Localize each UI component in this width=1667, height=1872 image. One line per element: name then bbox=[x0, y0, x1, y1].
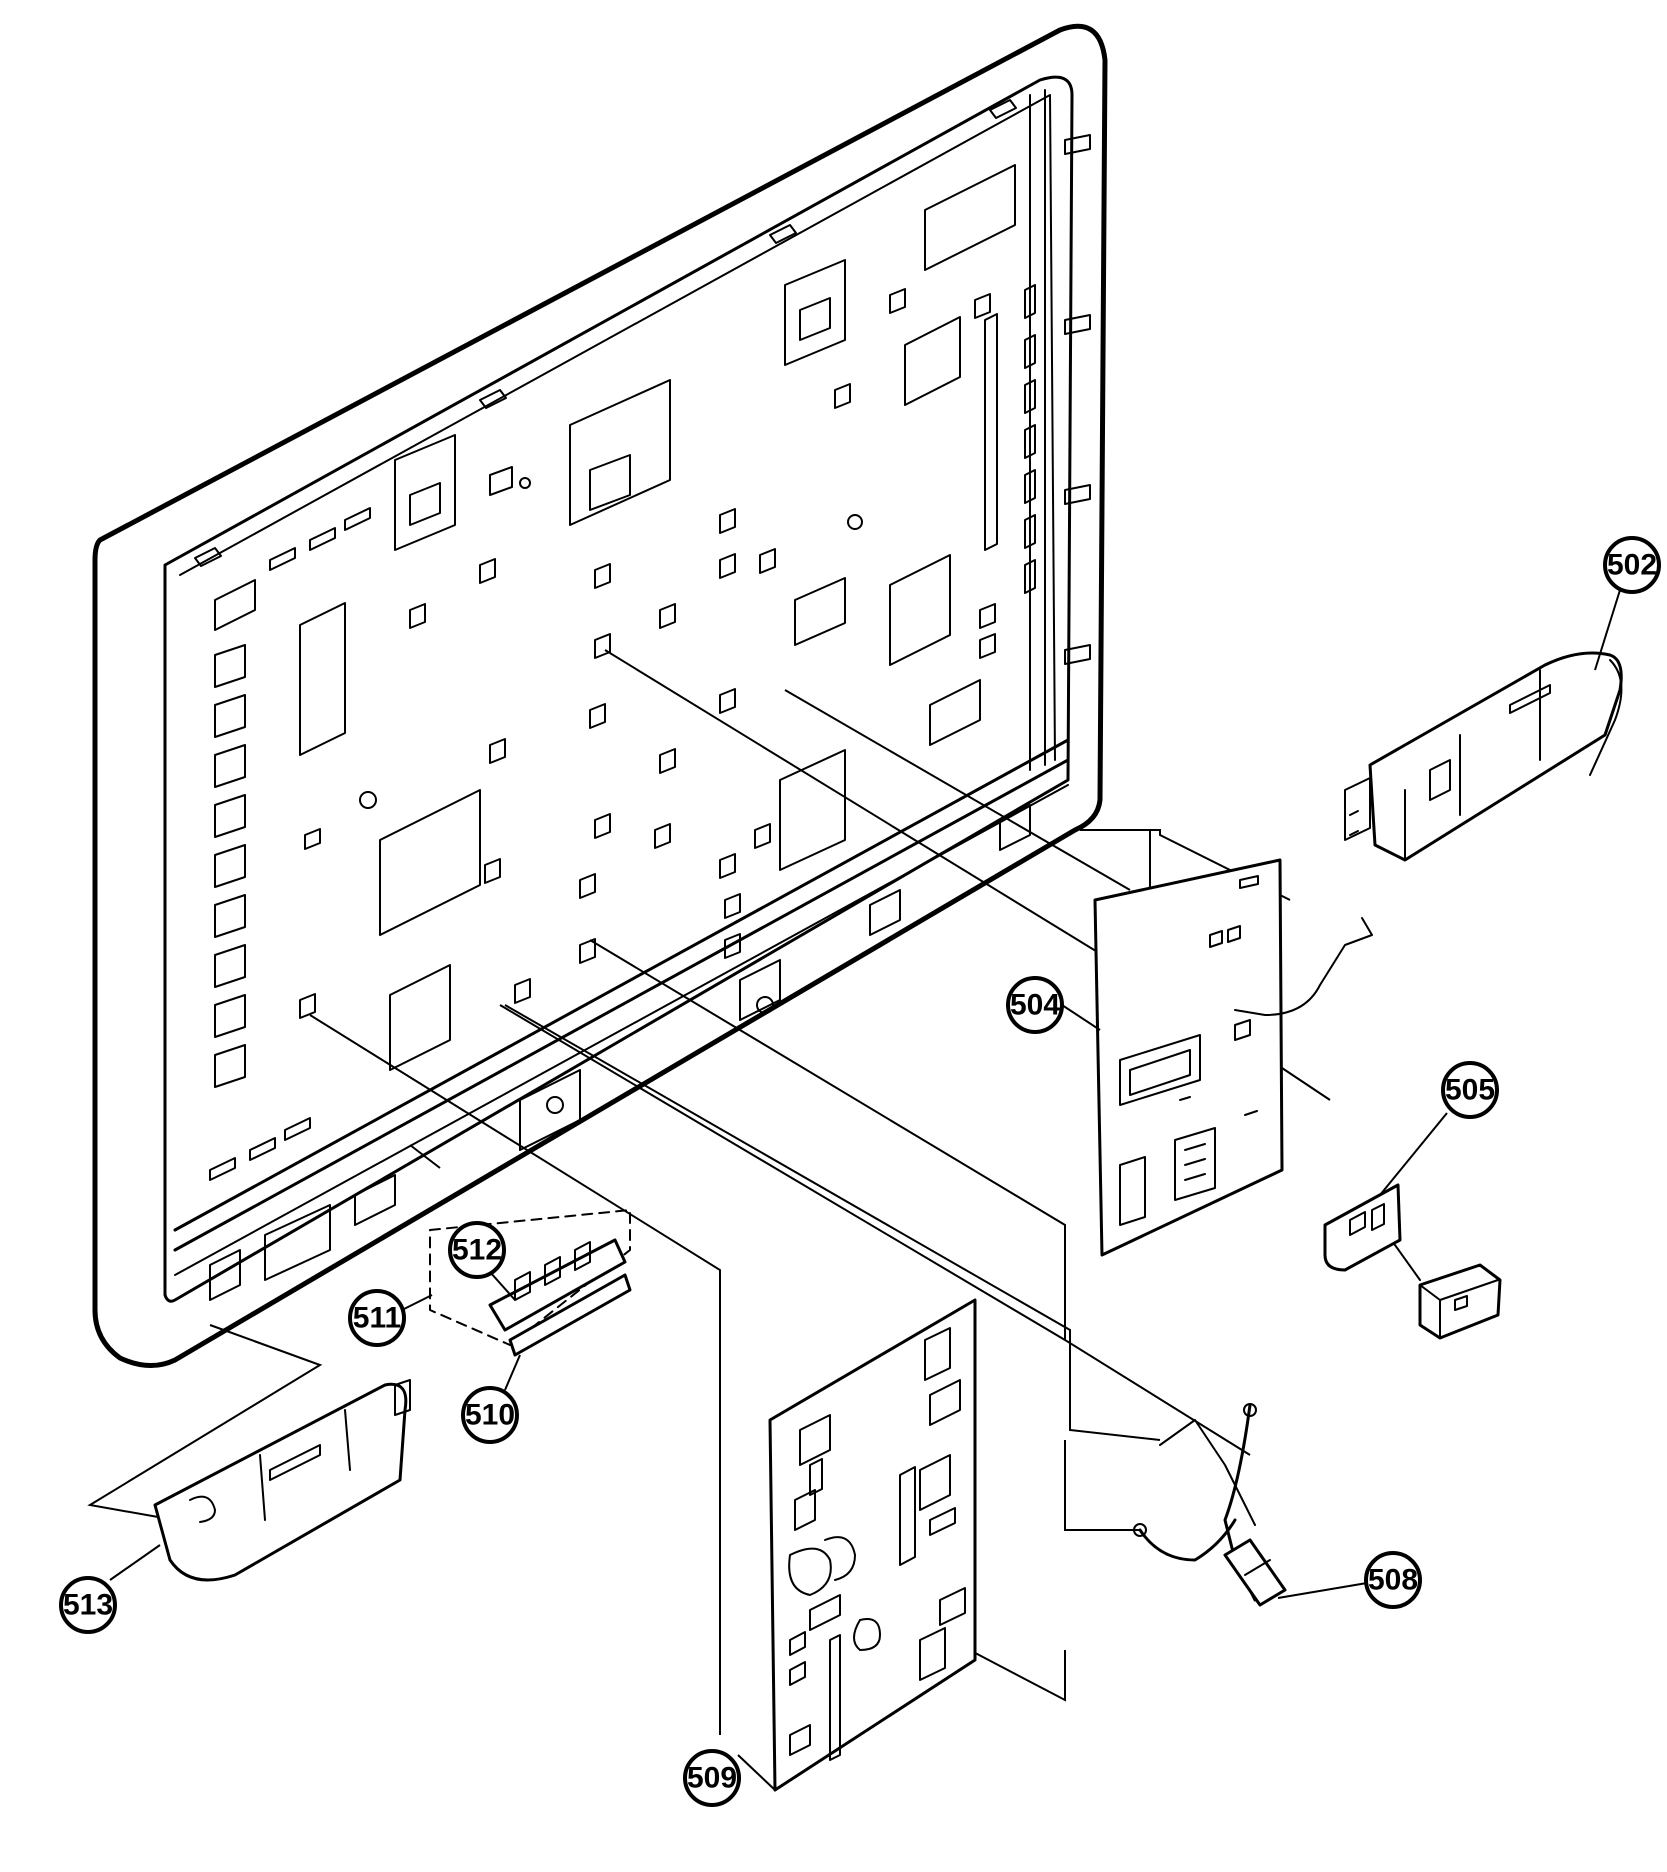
callout-504: 504 bbox=[1006, 976, 1101, 1034]
part-504-main-board bbox=[1093, 858, 1373, 1257]
callout-label-509: 509 bbox=[687, 1762, 737, 1795]
cabinet-small-tabs bbox=[299, 288, 996, 1019]
callout-label-512: 512 bbox=[452, 1234, 502, 1267]
cabinet-bracket bbox=[779, 749, 846, 871]
callout-label-510: 510 bbox=[465, 1399, 515, 1432]
cabinet-pad bbox=[904, 316, 961, 406]
cabinet-bracket bbox=[569, 379, 671, 526]
cabinet-bracket bbox=[389, 964, 451, 1071]
callout-label-508: 508 bbox=[1368, 1564, 1418, 1597]
callout-511: 511 bbox=[348, 1289, 433, 1347]
cabinet-right-slots bbox=[1024, 284, 1036, 594]
part-509-power-board bbox=[768, 1298, 977, 1792]
callout-509: 509 bbox=[683, 1749, 776, 1807]
part-508-cable-harness bbox=[1133, 1403, 1287, 1607]
part-502-right-speaker bbox=[1344, 651, 1623, 862]
tv-rear-cabinet bbox=[92, 23, 1108, 1368]
cabinet-bracket bbox=[794, 577, 846, 646]
callout-512: 512 bbox=[448, 1221, 516, 1301]
cabinet-pad bbox=[889, 554, 951, 666]
cabinet-bracket bbox=[784, 259, 846, 366]
cabinet-pad bbox=[924, 164, 1016, 271]
cabinet-bosses bbox=[359, 477, 863, 1114]
cabinet-channel bbox=[984, 313, 998, 551]
part-510-key-board bbox=[508, 1273, 632, 1357]
callout-513: 513 bbox=[59, 1544, 161, 1634]
callout-508: 508 bbox=[1277, 1551, 1422, 1609]
callout-label-504: 504 bbox=[1010, 989, 1060, 1022]
cabinet-pad bbox=[379, 789, 481, 936]
callout-505: 505 bbox=[1379, 1061, 1499, 1196]
cabinet-bracket bbox=[929, 679, 981, 746]
part-512-key-frame bbox=[488, 1238, 627, 1332]
assembly-leader-lines bbox=[87, 649, 1331, 1735]
callout-510: 510 bbox=[461, 1354, 521, 1444]
callout-label-513: 513 bbox=[63, 1589, 113, 1622]
cabinet-pad bbox=[299, 602, 346, 756]
callout-label-505: 505 bbox=[1445, 1074, 1495, 1107]
callout-label-511: 511 bbox=[353, 1302, 401, 1335]
callout-502: 502 bbox=[1594, 536, 1661, 671]
part-513-left-speaker bbox=[153, 1379, 411, 1582]
callout-label-502: 502 bbox=[1607, 549, 1657, 582]
cabinet-vent-slots bbox=[209, 507, 371, 1181]
cabinet-bottom-openings bbox=[209, 804, 1031, 1301]
part-505-sub-board bbox=[1323, 1183, 1502, 1340]
cabinet-bracket bbox=[394, 434, 456, 551]
